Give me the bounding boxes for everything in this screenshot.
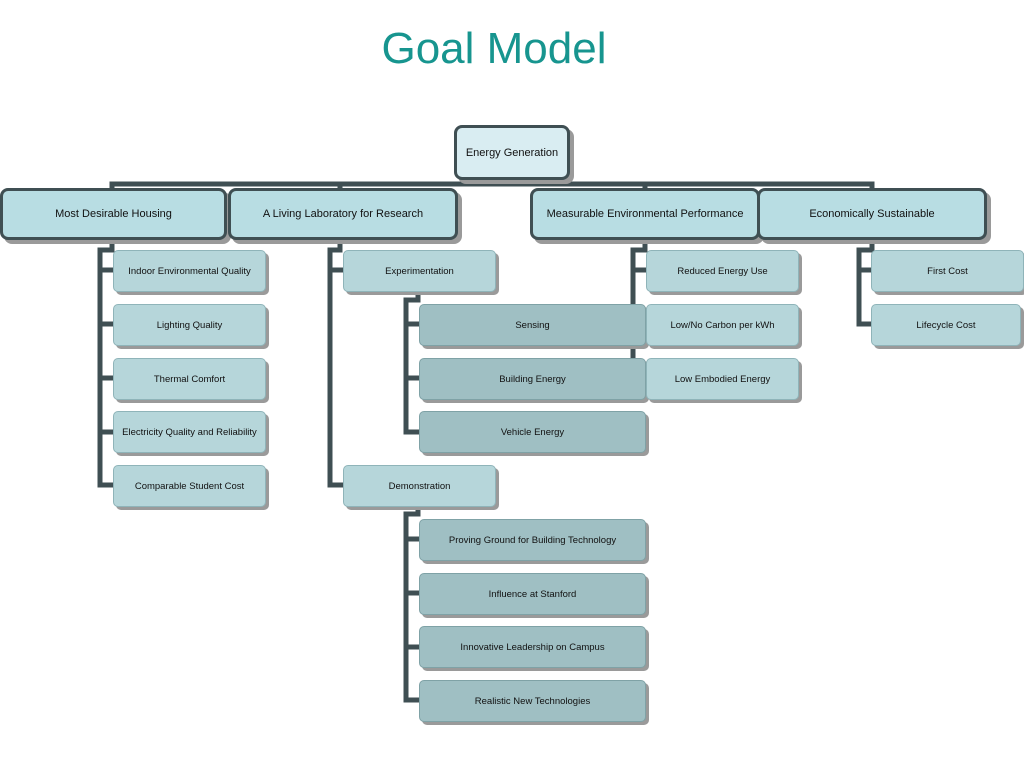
node-housing-item: Electricity Quality and Reliability (113, 411, 266, 453)
node-demonstration-item: Realistic New Technologies (419, 680, 646, 722)
node-demonstration-item: Proving Ground for Building Technology (419, 519, 646, 561)
node-housing-item: Indoor Environmental Quality (113, 250, 266, 292)
node-environment-item: Low Embodied Energy (646, 358, 799, 400)
node-economic: Economically Sustainable (757, 188, 987, 240)
node-experimentation-item: Building Energy (419, 358, 646, 400)
connector-root (109, 177, 875, 193)
node-experimentation-item: Sensing (419, 304, 646, 346)
connector-housing (97, 237, 117, 488)
node-environment: Measurable Environmental Performance (530, 188, 760, 240)
node-experimentation: Experimentation (343, 250, 496, 292)
node-housing: Most Desirable Housing (0, 188, 227, 240)
connector-experimentation (403, 289, 423, 435)
connector-economic (856, 237, 876, 327)
node-economic-item: First Cost (871, 250, 1024, 292)
node-demonstration: Demonstration (343, 465, 496, 507)
connector-demonstration (403, 504, 423, 703)
node-demonstration-item: Influence at Stanford (419, 573, 646, 615)
connector-lab (327, 237, 347, 488)
node-environment-item: Reduced Energy Use (646, 250, 799, 292)
node-root: Energy Generation (454, 125, 570, 180)
node-lab: A Living Laboratory for Research (228, 188, 458, 240)
node-housing-item: Comparable Student Cost (113, 465, 266, 507)
node-housing-item: Lighting Quality (113, 304, 266, 346)
node-demonstration-item: Innovative Leadership on Campus (419, 626, 646, 668)
node-economic-item: Lifecycle Cost (871, 304, 1021, 346)
page-title: Goal Model (381, 24, 607, 73)
node-experimentation-item: Vehicle Energy (419, 411, 646, 453)
node-housing-item: Thermal Comfort (113, 358, 266, 400)
node-environment-item: Low/No Carbon per kWh (646, 304, 799, 346)
